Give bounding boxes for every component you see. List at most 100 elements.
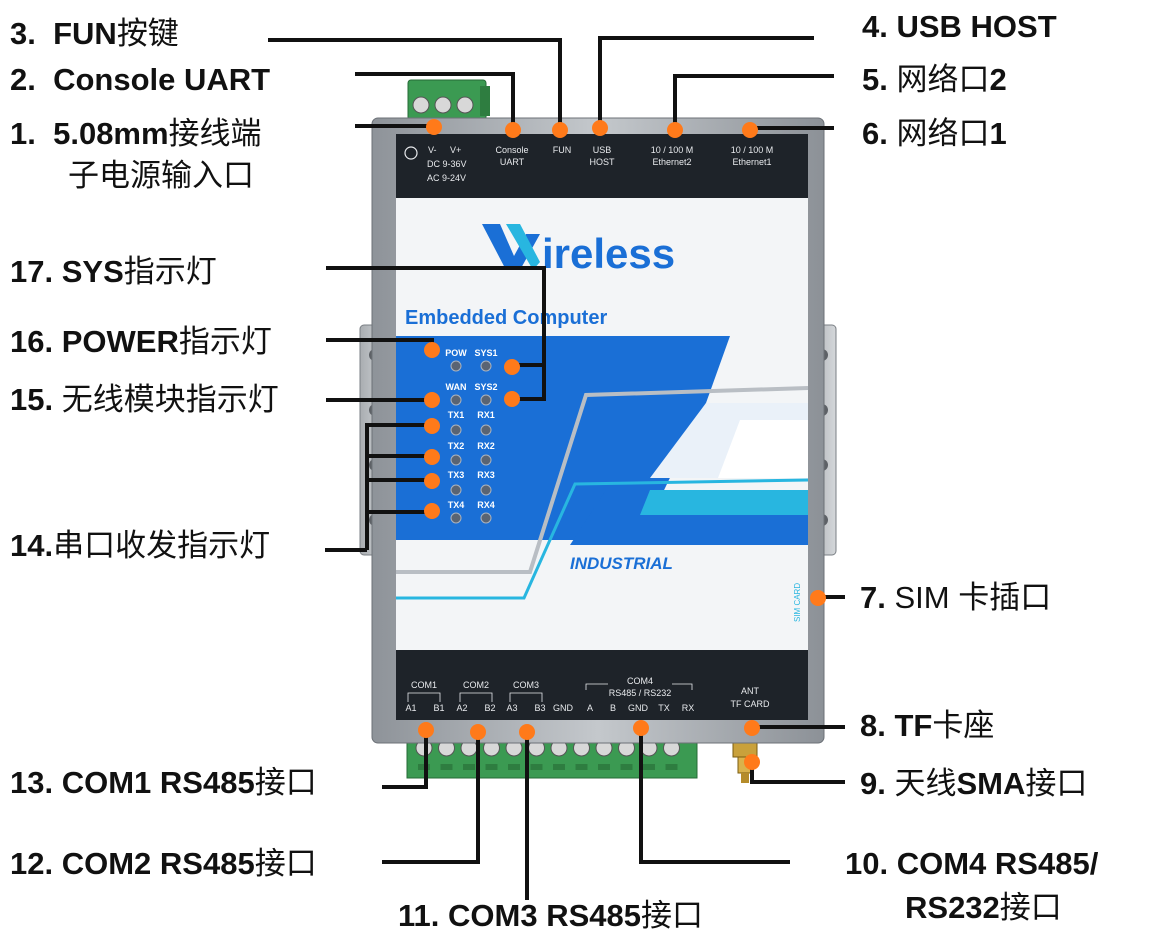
- marker-dot: [470, 724, 486, 740]
- callout-8-text: 卡座: [932, 708, 995, 743]
- callout-1-num: 1.: [10, 116, 36, 151]
- pin-gnd2: GND: [628, 703, 649, 713]
- com3-label: COM3: [513, 680, 539, 690]
- callout-7: 7. SIM 卡插口: [860, 582, 1051, 613]
- led-label-pow: POW: [445, 348, 467, 358]
- callout-1-line2-text: 子电源输入口: [68, 158, 254, 193]
- callout-10-num: 10.: [845, 846, 889, 881]
- terminal-slot: [643, 764, 655, 770]
- marker-dot: [505, 122, 521, 138]
- eth1-label-1: 10 / 100 M: [731, 145, 774, 155]
- led-dot: [450, 484, 462, 496]
- led-dot: [480, 394, 492, 406]
- marker-dot: [742, 122, 758, 138]
- callout-12-text: 接口: [254, 846, 317, 881]
- callout-11-num: 11.: [398, 898, 440, 933]
- terminal-slot: [553, 764, 565, 770]
- callout-8-num: 8.: [860, 708, 886, 743]
- led-dot: [480, 360, 492, 372]
- callout-6-text: 网络口: [896, 116, 990, 151]
- power-label-dc: DC 9-36V: [427, 159, 467, 169]
- callout-5-bold: 2: [989, 62, 1007, 97]
- marker-dot: [592, 120, 608, 136]
- marker-dot: [744, 720, 760, 736]
- callout-15-text: 无线模块指示灯: [61, 382, 279, 417]
- callout-4: 4. USB HOST: [862, 11, 1057, 42]
- eth2-label-1: 10 / 100 M: [651, 145, 694, 155]
- pin-a2: A2: [456, 703, 467, 713]
- pin-a1: A1: [405, 703, 416, 713]
- callout-1-bold: 5.08mm: [53, 116, 169, 151]
- callout-2: 2. Console UART: [10, 64, 270, 95]
- led-label-tx2: TX2: [448, 441, 465, 451]
- callout-9: 9. 天线SMA接口: [860, 768, 1087, 799]
- callout-4-num: 4.: [862, 9, 888, 44]
- led-dot: [450, 394, 462, 406]
- marker-dot: [424, 392, 440, 408]
- fun-label: FUN: [553, 145, 572, 155]
- bottom-panel: [396, 650, 808, 720]
- callout-markers: [418, 119, 826, 770]
- callout-3: 3. FUN按键: [10, 18, 179, 49]
- terminal-slot: [440, 764, 453, 770]
- callout-6-bold: 1: [989, 116, 1007, 151]
- led-label-wan: WAN: [446, 382, 467, 392]
- callout-6-num: 6.: [862, 116, 888, 151]
- terminal-slot: [575, 764, 588, 770]
- callout-12-bold: COM2 RS485: [61, 846, 255, 881]
- com1-label: COM1: [411, 680, 437, 690]
- callout-3-bold: FUN: [53, 16, 117, 51]
- led-dot: [450, 512, 462, 524]
- power-label-vminus: V-: [428, 145, 437, 155]
- brand-wordmark: ireless: [542, 230, 675, 277]
- tf-card-label: TF CARD: [731, 699, 770, 709]
- callout-5-text: 网络口: [896, 62, 990, 97]
- callout-15-num: 15.: [10, 382, 54, 417]
- led-labels: POW SYS1 WAN SYS2 TX1 RX1 TX2 RX2 TX3 RX…: [445, 348, 497, 510]
- power-terminal: [407, 79, 490, 121]
- callout-10: 10. COM4 RS485/: [845, 848, 1098, 879]
- callout-17: 17. SYS指示灯: [10, 256, 217, 287]
- led-label-tx4: TX4: [448, 500, 465, 510]
- callout-14-num: 14.: [10, 528, 54, 563]
- leader-line: [355, 72, 515, 128]
- console-label-1: Console: [495, 145, 528, 155]
- led-label-rx3: RX3: [477, 470, 495, 480]
- console-label-2: UART: [500, 157, 525, 167]
- leader-line: [268, 38, 562, 128]
- led-dot: [480, 424, 492, 436]
- led-label-tx1: TX1: [448, 410, 465, 420]
- callout-13-text: 接口: [254, 765, 317, 800]
- top-panel: [396, 134, 808, 198]
- leader-line: [326, 266, 546, 401]
- marker-dot: [667, 122, 683, 138]
- marker-dot: [810, 590, 826, 606]
- callout-3-num: 3.: [10, 16, 36, 51]
- pin-b2: B2: [484, 703, 495, 713]
- terminal-slot: [620, 764, 633, 770]
- callout-2-num: 2.: [10, 62, 36, 97]
- callout-16-text: 指示灯: [178, 324, 272, 359]
- callout-1: 1. 5.08mm接线端: [10, 118, 262, 149]
- marker-dot: [424, 503, 440, 519]
- marker-dot: [418, 722, 434, 738]
- marker-dot: [424, 473, 440, 489]
- leader-line: [639, 729, 790, 864]
- callout-5: 5. 网络口2: [862, 64, 1007, 95]
- pin-rx: RX: [682, 703, 695, 713]
- leader-line: [750, 762, 845, 784]
- led-dot: [480, 512, 492, 524]
- leader-line: [673, 74, 834, 128]
- leader-line: [382, 731, 480, 864]
- industrial-label: INDUSTRIAL: [570, 554, 673, 573]
- callout-12-num: 12.: [10, 846, 54, 881]
- pin-b: B: [610, 703, 616, 713]
- marker-dot: [633, 720, 649, 736]
- callout-16-bold: POWER: [61, 324, 179, 359]
- top-panel-labels: V- V+ DC 9-36V AC 9-24V Console UART FUN…: [404, 145, 774, 183]
- led-dot: [450, 424, 462, 436]
- callout-10-line2: RS232接口: [905, 892, 1062, 923]
- callout-7-num: 7.: [860, 580, 886, 615]
- power-label-vplus: V+: [450, 145, 461, 155]
